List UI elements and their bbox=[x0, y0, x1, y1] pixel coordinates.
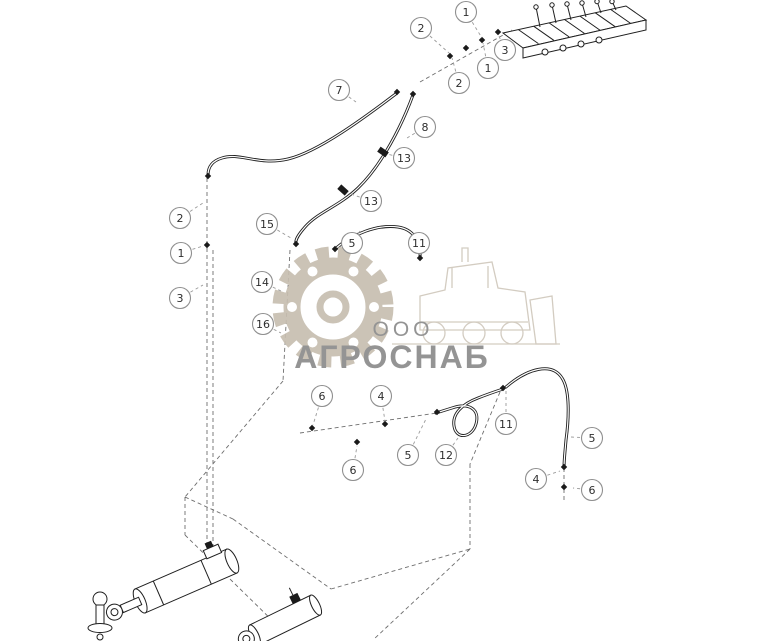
svg-text:5: 5 bbox=[349, 237, 356, 250]
callout-16: 16 bbox=[251, 312, 275, 336]
watermark-company-name: АГРОСНАБ bbox=[294, 339, 489, 375]
callout-4: 4 bbox=[369, 384, 393, 408]
watermark-company-prefix: ООО bbox=[372, 318, 433, 341]
svg-text:13: 13 bbox=[397, 152, 411, 165]
gear-holes bbox=[287, 266, 379, 348]
hose-7 bbox=[206, 91, 399, 177]
svg-text:3: 3 bbox=[177, 292, 184, 305]
watermark: ООО АГРОСНАБ bbox=[272, 246, 560, 375]
callout-leader bbox=[179, 202, 204, 219]
svg-text:4: 4 bbox=[378, 390, 385, 403]
callout-2: 2 bbox=[168, 206, 192, 230]
svg-text:2: 2 bbox=[177, 212, 184, 225]
svg-text:7: 7 bbox=[336, 84, 343, 97]
svg-text:16: 16 bbox=[256, 318, 270, 331]
svg-text:2: 2 bbox=[456, 77, 463, 90]
callout-13: 13 bbox=[359, 189, 383, 213]
callout-3: 3 bbox=[168, 286, 192, 310]
svg-text:1: 1 bbox=[178, 247, 185, 260]
svg-text:13: 13 bbox=[364, 195, 378, 208]
svg-text:6: 6 bbox=[589, 484, 596, 497]
callout-leader bbox=[380, 395, 386, 422]
hose-8 bbox=[294, 93, 415, 246]
hose-loop-12 bbox=[434, 387, 505, 437]
callout-1: 1 bbox=[169, 241, 193, 265]
callout-6: 6 bbox=[310, 384, 334, 408]
svg-text:4: 4 bbox=[533, 473, 540, 486]
svg-text:1: 1 bbox=[463, 6, 470, 19]
callout-1: 1 bbox=[476, 56, 500, 80]
svg-text:12: 12 bbox=[439, 449, 453, 462]
steering-cylinder-right bbox=[237, 587, 323, 641]
callout-11: 11 bbox=[494, 412, 518, 436]
callout-2: 2 bbox=[409, 16, 433, 40]
svg-text:5: 5 bbox=[589, 432, 596, 445]
callout-leader bbox=[347, 192, 372, 202]
callout-11: 11 bbox=[407, 231, 431, 255]
valve-levers bbox=[535, 0, 617, 28]
callout-4: 4 bbox=[524, 467, 548, 491]
callout-8: 8 bbox=[413, 115, 437, 139]
callout-leader bbox=[266, 223, 292, 239]
svg-text:8: 8 bbox=[422, 121, 429, 134]
svg-text:6: 6 bbox=[319, 390, 326, 403]
watermark-gear-icon bbox=[272, 246, 394, 368]
callout-1: 1 bbox=[454, 0, 478, 24]
callout-leader bbox=[535, 470, 561, 480]
callout-6: 6 bbox=[580, 478, 604, 502]
svg-text:1: 1 bbox=[485, 62, 492, 75]
callout-2: 2 bbox=[447, 71, 471, 95]
callout-leader bbox=[465, 11, 483, 39]
callout-leader bbox=[352, 445, 358, 471]
callout-leader bbox=[482, 42, 489, 69]
callout-6: 6 bbox=[341, 458, 365, 482]
callout-leader bbox=[179, 284, 204, 299]
callout-3: 3 bbox=[493, 38, 517, 62]
callout-15: 15 bbox=[255, 212, 279, 236]
callout-7: 7 bbox=[327, 78, 351, 102]
callout-5: 5 bbox=[396, 443, 420, 467]
svg-text:11: 11 bbox=[499, 418, 513, 431]
callout-13: 13 bbox=[392, 146, 416, 170]
svg-text:15: 15 bbox=[260, 218, 274, 231]
watermark-machine-icon bbox=[392, 247, 560, 345]
hose-clamps bbox=[337, 146, 389, 196]
svg-text:11: 11 bbox=[412, 237, 426, 250]
steering-cylinder-left bbox=[105, 540, 240, 621]
tie-rod-end bbox=[87, 591, 113, 641]
callout-leader bbox=[312, 395, 323, 426]
svg-text:14: 14 bbox=[255, 276, 269, 289]
svg-text:3: 3 bbox=[502, 44, 509, 57]
callout-5: 5 bbox=[580, 426, 604, 450]
valve-ports bbox=[541, 36, 603, 56]
svg-text:6: 6 bbox=[350, 464, 357, 477]
svg-text:5: 5 bbox=[405, 449, 412, 462]
valve-lever-knobs bbox=[533, 0, 615, 10]
control-valve-block bbox=[501, 0, 648, 59]
callout-12: 12 bbox=[434, 443, 458, 467]
callout-5: 5 bbox=[340, 231, 364, 255]
callout-leader bbox=[451, 57, 460, 84]
svg-text:2: 2 bbox=[418, 22, 425, 35]
callout-leader bbox=[180, 245, 204, 254]
callout-14: 14 bbox=[250, 270, 274, 294]
